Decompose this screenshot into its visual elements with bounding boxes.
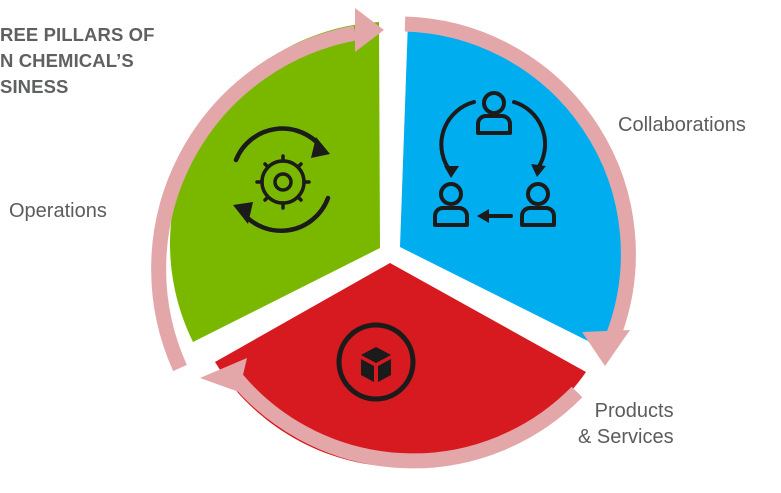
arrowhead-top	[355, 8, 384, 52]
title-line-2: N CHEMICAL’S	[0, 50, 134, 71]
ring-arc-products	[226, 368, 583, 469]
title-line-3: SINESS	[0, 76, 69, 97]
products-sector	[215, 263, 586, 468]
arrowhead-bottom-left	[200, 358, 247, 392]
person-top	[476, 91, 512, 135]
products-label-line-2: & Services	[578, 426, 674, 448]
person-right	[520, 182, 556, 227]
person-left	[433, 182, 469, 227]
collaborations-label: Collaborations	[618, 114, 746, 136]
title-line-1: REE PILLARS OF	[0, 24, 155, 45]
cycle-arrow-ring	[151, 16, 636, 469]
gear-cycle-icon	[233, 126, 331, 233]
operations-label: Operations	[9, 200, 107, 222]
box-icon	[336, 322, 416, 402]
products-services-label: Products & Services	[578, 398, 674, 450]
people-cycle-icon	[433, 91, 556, 227]
diagram-title: REE PILLARS OF N CHEMICAL’S SINESS	[0, 22, 155, 100]
cycle-arrowheads	[200, 8, 630, 392]
arrowhead-right	[582, 330, 630, 366]
ring-arc-operations	[151, 25, 357, 372]
ring-arc-collaborations	[404, 16, 636, 337]
products-label-line-1: Products	[594, 400, 674, 422]
